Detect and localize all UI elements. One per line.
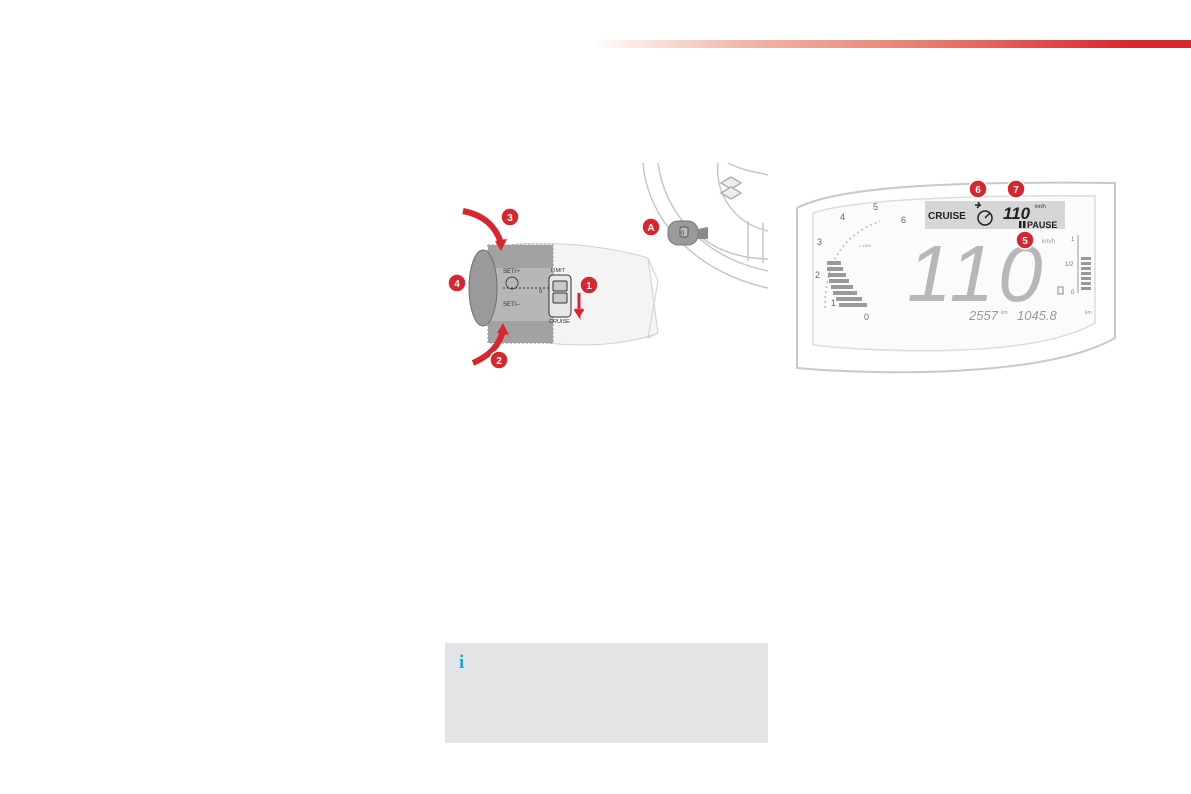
callout-1: 1 (579, 275, 599, 295)
fuel-bars (1081, 257, 1091, 290)
cruise-status-panel (925, 201, 1065, 229)
svg-text:7: 7 (1013, 185, 1019, 196)
svg-text:5: 5 (1022, 236, 1028, 247)
zero-label: 0 (539, 289, 542, 295)
tach-tick-1: 1 (831, 298, 836, 308)
svg-text:A: A (647, 223, 654, 234)
current-speed-unit: km/h (1042, 239, 1055, 245)
fuel-tick-full: 1 (1071, 237, 1075, 243)
fuel-tick-empty: 0 (1071, 290, 1075, 296)
mini-stalk-drawing (667, 220, 708, 246)
svg-text:4: 4 (454, 279, 460, 290)
arrow-icon (975, 201, 982, 209)
cruise-mode-text: CRUISE (928, 211, 966, 222)
svg-text:6: 6 (975, 185, 981, 196)
tach-tick-0: 0 (864, 312, 869, 322)
pause-icon (1019, 221, 1026, 228)
callout-7: 7 (1006, 179, 1026, 199)
callout-a: A (641, 217, 661, 237)
tach-tick-6: 6 (901, 215, 906, 225)
set-minus-label: SET/– (503, 302, 520, 308)
cruise-control-stalk-illustration: SET/+ SET/– LIMIT CRUISE 0 0 1 2 3 4 A (443, 162, 769, 375)
svg-text:3: 3 (507, 213, 513, 224)
trip-unit: km (1085, 310, 1092, 316)
instrument-cluster-illustration: 0 1 2 3 4 5 6 x 1000 CRUISE 110 km/h PAU… (795, 163, 1121, 378)
tach-tick-2: 2 (815, 270, 820, 280)
zero-label-mini: 0 (681, 231, 685, 237)
set-speed-unit: km/h (1035, 204, 1046, 210)
cruise-label: CRUISE (549, 319, 570, 325)
svg-text:1: 1 (586, 281, 592, 292)
set-plus-label: SET/+ (503, 269, 520, 275)
svg-text:2: 2 (496, 356, 502, 367)
callout-3: 3 (500, 207, 520, 227)
tach-tick-3: 3 (817, 237, 822, 247)
set-speed-value: 110 (1003, 204, 1031, 223)
callout-2: 2 (489, 350, 509, 370)
header-accent-bar (590, 40, 1191, 48)
callout-5: 5 (1015, 230, 1035, 250)
fuel-tick-half: 1/2 (1065, 262, 1074, 268)
limit-label: LIMIT (551, 268, 566, 274)
stalk-drawing (462, 208, 659, 366)
odometer-value: 2557 (968, 308, 999, 323)
fuel-pump-icon (1057, 286, 1064, 295)
speedometer-icon (977, 210, 993, 226)
rpm-multiplier: x 1000 (859, 243, 872, 248)
info-note-panel: i (445, 643, 768, 743)
info-icon: i (459, 652, 465, 673)
odometer-unit: km (1001, 310, 1008, 316)
tach-tick-4: 4 (840, 212, 845, 222)
pause-status-text: PAUSE (1027, 220, 1057, 230)
trip-value: 1045.8 (1017, 308, 1058, 323)
steering-wheel-drawing (642, 162, 769, 289)
tach-tick-5: 5 (873, 202, 878, 212)
tach-bars (827, 261, 867, 307)
callout-6: 6 (968, 179, 988, 199)
callout-4: 4 (447, 273, 467, 293)
